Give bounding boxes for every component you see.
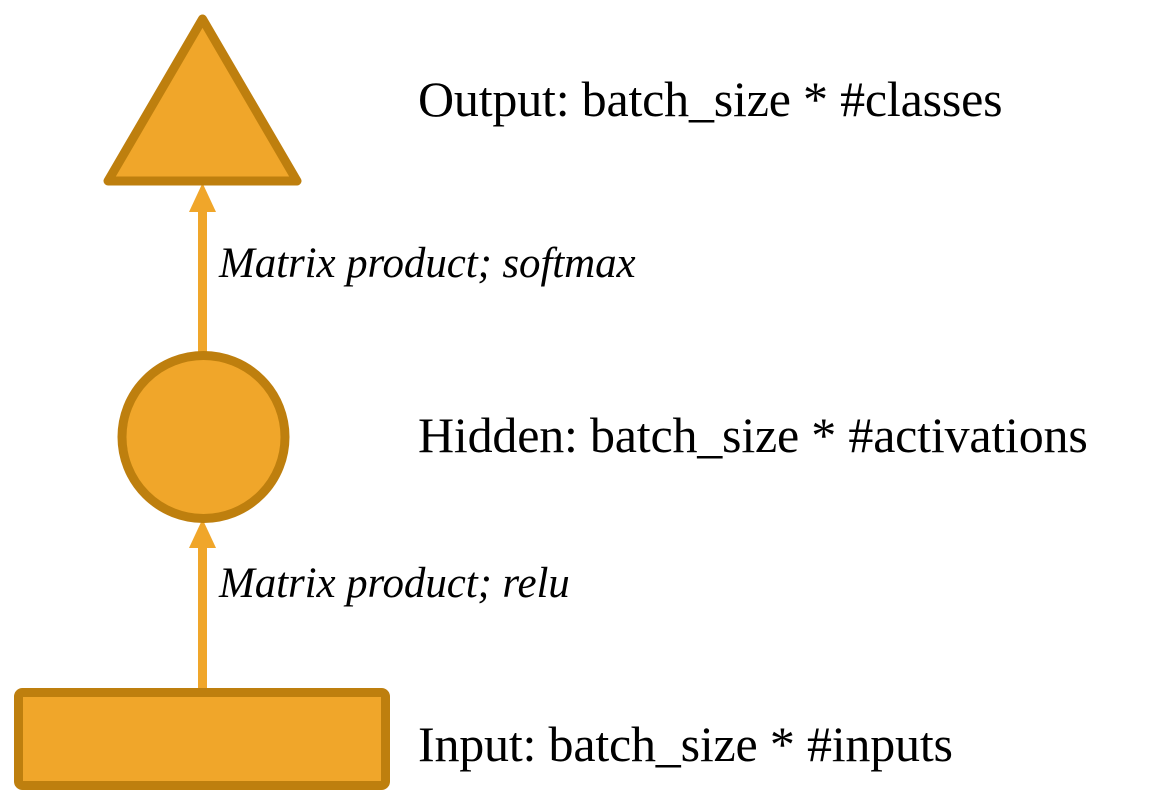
node-hidden-label: Hidden: batch_size * #activations (418, 407, 1088, 463)
node-output-triangle[interactable] (103, 14, 302, 186)
edge-input-to-hidden-arrow (189, 519, 216, 690)
node-input-rectangle[interactable] (14, 688, 390, 790)
node-hidden-circle[interactable] (117, 351, 290, 523)
arrow-head-input-to-hidden (189, 519, 216, 548)
node-input-label: Input: batch_size * #inputs (418, 716, 953, 772)
arrow-shaft-hidden-to-output (198, 205, 207, 355)
arrow-shaft-input-to-hidden (198, 540, 207, 690)
arrow-head-hidden-to-output (189, 183, 216, 212)
edge-hidden-to-output-label: Matrix product; softmax (219, 240, 636, 287)
edge-hidden-to-output-arrow (189, 183, 216, 355)
node-output-label: Output: batch_size * #classes (418, 71, 1003, 127)
edge-input-to-hidden-label: Matrix product; relu (219, 560, 570, 607)
